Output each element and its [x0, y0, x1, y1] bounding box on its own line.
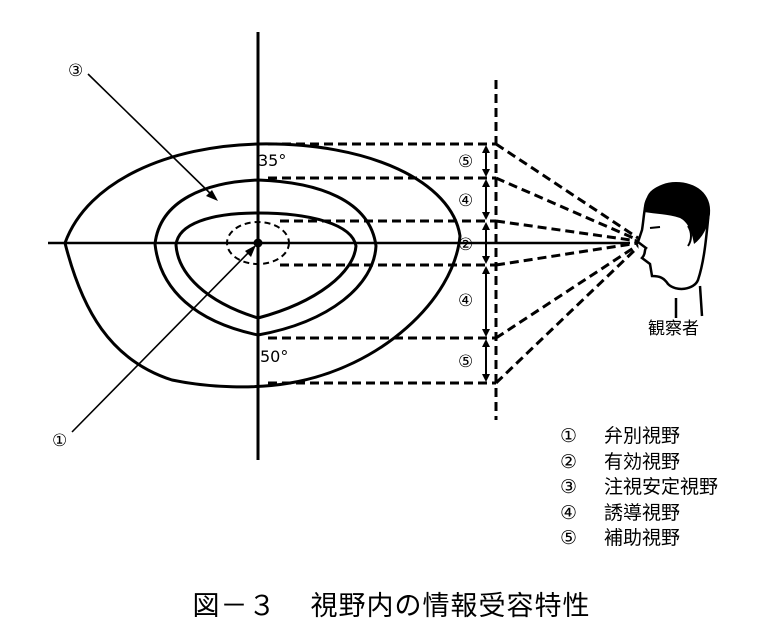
band-label-upper-inner: ④	[458, 191, 473, 211]
band-label-upper-outer: ⑤	[458, 152, 473, 172]
figure-number: 図－３	[192, 591, 277, 622]
angle-top-label: 35°	[258, 151, 286, 170]
pointer-label-1: ①	[52, 431, 67, 451]
legend-text: 補助視野	[604, 527, 681, 549]
pointer-arrowhead-3	[206, 190, 218, 201]
pointer-label-3: ③	[68, 61, 83, 81]
stable-fixation-field-contour	[174, 211, 358, 320]
effective-field-contour	[226, 221, 290, 265]
legend-number: ①	[560, 425, 578, 447]
legend-text: 有効視野	[604, 450, 681, 473]
legend-text: 注視安定視野	[604, 476, 719, 498]
range-arrowheads	[482, 145, 490, 382]
legend: ① 弁別視野 ② 有効視野 ③ 注視安定視野 ④ 誘導視野 ⑤ 補助視野	[560, 424, 718, 552]
legend-text: 弁別視野	[604, 425, 681, 447]
legend-number: ②	[560, 450, 578, 473]
legend-item: ⑤ 補助視野	[560, 526, 718, 552]
pointer-line-1	[71, 246, 255, 433]
head-profile-icon	[636, 182, 711, 318]
legend-text: 誘導視野	[604, 501, 681, 524]
band-label-center: ②	[458, 235, 473, 255]
figure-caption: 図－３ 視野内の情報受容特性	[0, 584, 783, 623]
legend-item: ④ 誘導視野	[560, 501, 718, 527]
band-label-lower-outer: ⑤	[458, 352, 473, 372]
legend-number: ③	[560, 476, 578, 498]
band-label-lower-inner: ④	[458, 291, 473, 311]
figure-title: 視野内の情報受容特性	[310, 591, 591, 622]
outer-field-contour	[63, 142, 462, 389]
legend-item: ② 有効視野	[560, 450, 718, 476]
sight-lines	[494, 142, 640, 385]
legend-number: ④	[560, 501, 578, 524]
pointer-line-3	[87, 73, 217, 200]
legend-item: ① 弁別視野	[560, 424, 718, 450]
pointer-arrowhead-1	[245, 245, 256, 257]
legend-number: ⑤	[560, 527, 578, 549]
observer-label: 観察者	[648, 319, 699, 339]
projection-lines	[268, 142, 496, 385]
angle-bottom-label: 50°	[260, 347, 288, 366]
induced-field-contour	[153, 178, 378, 337]
legend-item: ③ 注視安定視野	[560, 475, 718, 501]
